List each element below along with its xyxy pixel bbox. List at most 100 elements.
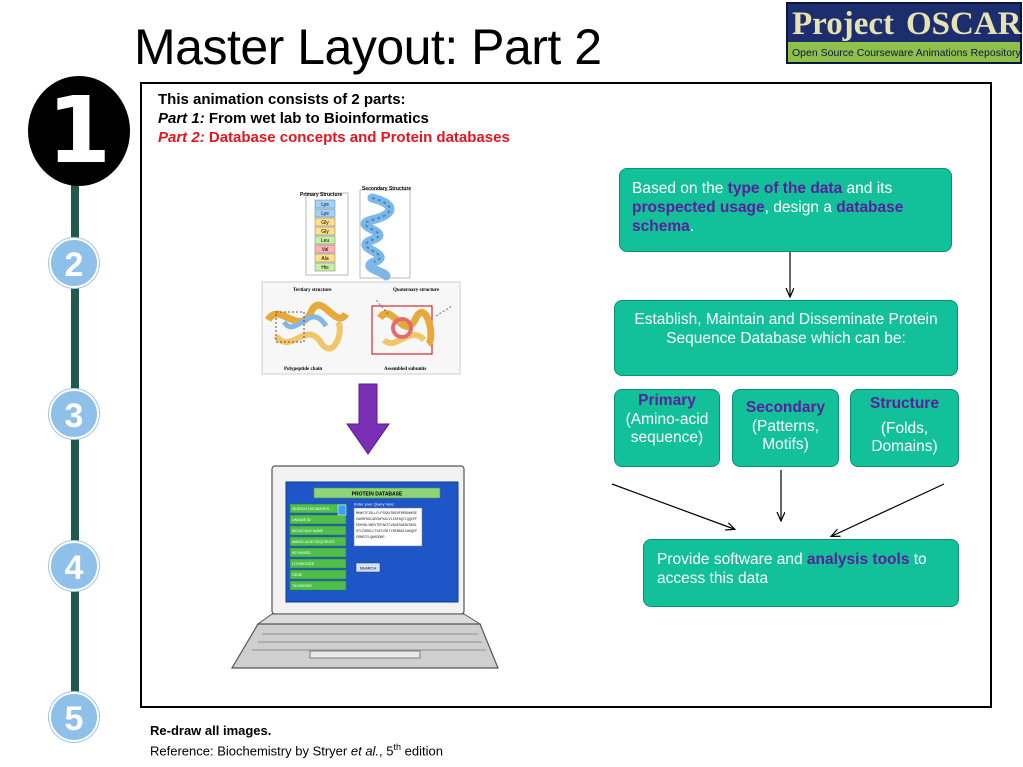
secondary-title: Secondary — [745, 399, 826, 416]
laptop-menu-item[interactable] — [289, 547, 347, 558]
part2-label: Part 2: — [158, 129, 205, 146]
laptop-query-line: HTLFGDKLCTVATLRETYGEMADCCAKQEP — [356, 530, 417, 534]
tertiary-label: Tertiary structure — [293, 288, 332, 293]
page-title: Master Layout: Part 2 — [134, 19, 602, 75]
residue-box — [314, 253, 336, 263]
residue-box — [314, 217, 336, 227]
part1-label: Part 1: — [158, 110, 205, 127]
residue-label: Gly — [321, 229, 329, 235]
footer-notes: Re-draw all images. Reference: Biochemis… — [150, 722, 443, 759]
laptop-query-line: VAHRFKDLGEENFKALVLIAFAQYLQQCPF — [356, 518, 417, 522]
reference-superscript: th — [393, 742, 402, 752]
residue-box — [314, 244, 336, 254]
primary-text: (Amino-acid sequence) — [625, 410, 709, 447]
residue-box — [314, 199, 336, 209]
schema-highlight: type of the data — [727, 180, 843, 197]
structure-text: (Folds, Domains) — [871, 419, 938, 456]
schema-highlight: database schema — [632, 199, 904, 235]
primary-database-box: Primary(Amino-acid sequence) — [614, 389, 720, 467]
residue-label: Gly — [321, 220, 329, 226]
redraw-note: Re-draw all images. — [150, 723, 272, 738]
laptop-menu-item[interactable] — [289, 558, 347, 569]
intro-part1: Part 1: From wet lab to Bioinformatics — [158, 109, 510, 128]
laptop-search-button — [355, 562, 381, 573]
part2-text: Database concepts and Protein databases — [204, 129, 510, 146]
secondary-text: (Patterns, Motifs) — [751, 417, 820, 454]
assembled-label: Assembled subunits — [384, 367, 426, 372]
laptop-query-line: MKWVTFISLLFLFSSAYSRGVFRRDAHKSE — [356, 512, 417, 516]
laptop-query-box — [353, 507, 423, 547]
laptop-menu-label: SEARCH DATABASES — [292, 507, 330, 511]
laptop-query-lines: MKWVTFISLLFLFSSAYSRGVFRRDAHKSE VAHRFKDLGE… — [356, 512, 417, 540]
schema-text: . — [689, 218, 695, 235]
residue-label: Lys — [321, 202, 329, 208]
intro-line: This animation consists of 2 parts: — [158, 91, 406, 108]
laptop-menu-label: GENE — [292, 573, 303, 577]
laptop-menu-label: AMINO-ACID SEQUENCE — [292, 540, 335, 544]
laptop-menu-item[interactable] — [289, 525, 347, 536]
laptop-query-line: EDHVKLVNEVTEFAKTCVADESAENCDKSL — [356, 524, 417, 528]
residue-box — [314, 235, 336, 245]
content-frame — [140, 82, 992, 708]
schema-highlight: prospected usage — [632, 199, 765, 216]
laptop-query-label: Enter your Query here: — [354, 502, 395, 507]
step-3-button[interactable]: 3 — [49, 389, 99, 439]
software-tools-box: Provide software and analysis tools to a… — [643, 539, 959, 607]
software-text: to access this data — [657, 551, 927, 587]
laptop-menu-item[interactable] — [289, 514, 347, 525]
residue-label: Ala — [321, 256, 328, 262]
laptop-menu-label: TAXONOMY — [292, 584, 313, 588]
menu-dropdown-icon — [337, 504, 347, 516]
residue-label: Lys — [321, 211, 329, 217]
reference-line: Reference: Biochemistry by Stryer et al.… — [150, 739, 443, 759]
laptop-menu-item[interactable] — [289, 536, 347, 547]
schema-text: and its — [842, 180, 893, 197]
structure-database-box: Structure (Folds, Domains) — [850, 389, 959, 467]
structure-title: Structure — [870, 395, 939, 412]
tertiary-structure-icon — [265, 301, 349, 352]
residue-box — [314, 208, 336, 218]
laptop-header: PROTEIN DATABASE — [352, 492, 403, 498]
step-2-button[interactable]: 2 — [49, 238, 99, 288]
intro-part2: Part 2: Database concepts and Protein da… — [158, 128, 510, 147]
logo-subtitle-bar — [788, 42, 1020, 62]
schema-design-box: Based on the type of the data and its pr… — [619, 168, 952, 252]
alpha-helix-icon — [360, 193, 395, 281]
laptop-menu-item[interactable] — [289, 569, 347, 580]
connector-arrow — [832, 483, 945, 536]
laptop-menu-label: LITERATURE — [292, 562, 315, 566]
logo-word-project: Project — [792, 6, 894, 42]
quaternary-label: Quaternary structure — [393, 288, 440, 293]
part1-text: From wet lab to Bioinformatics — [204, 110, 429, 127]
residue-box — [314, 262, 336, 272]
residue-label: Val — [322, 247, 329, 253]
logo-subtitle: Open Source Courseware Animations Reposi… — [792, 47, 1021, 59]
establish-database-box: Establish, Maintain and Disseminate Prot… — [614, 300, 958, 376]
laptop-screen-ui: PROTEIN DATABASE Enter your Query here: … — [289, 487, 441, 591]
schema-text: Based on the — [632, 180, 728, 197]
step-5-button[interactable]: 5 — [49, 692, 99, 742]
laptop-menu-item[interactable] — [289, 580, 347, 591]
primary-title: Primary — [638, 392, 696, 409]
software-highlight: analysis tools — [806, 551, 910, 568]
residue-box — [314, 226, 336, 236]
schema-text: , design a — [764, 199, 837, 216]
laptop-menu: SEARCH DATABASES UNIQUE ID MOLECULE NAME AM… — [289, 503, 347, 591]
secondary-structure-label: Secondary Structure — [362, 186, 411, 192]
laptop-search-label: SEARCH — [360, 566, 377, 571]
step-1-current[interactable]: 1 — [28, 76, 130, 186]
polypeptide-label: Polypeptide chain — [284, 367, 322, 372]
connector-arrow — [611, 483, 734, 529]
reference-etal: et al. — [350, 743, 380, 759]
reference-text: , 5 — [379, 743, 394, 759]
residue-label: Leu — [321, 238, 330, 244]
laptop-menu-label: MOLECULE NAME — [292, 529, 324, 533]
step-4-button[interactable]: 4 — [49, 541, 99, 591]
laptop-menu-label: KEYWORD — [292, 551, 311, 555]
residue-label: His — [321, 265, 329, 271]
project-oscar-logo: Project OSCAR Open Source Courseware Ani… — [786, 2, 1022, 64]
protein-structure-figure: Primary Structure LysLysGlyGlyLeuValAlaH… — [261, 186, 461, 375]
laptop-menu-label: UNIQUE ID — [292, 518, 311, 522]
